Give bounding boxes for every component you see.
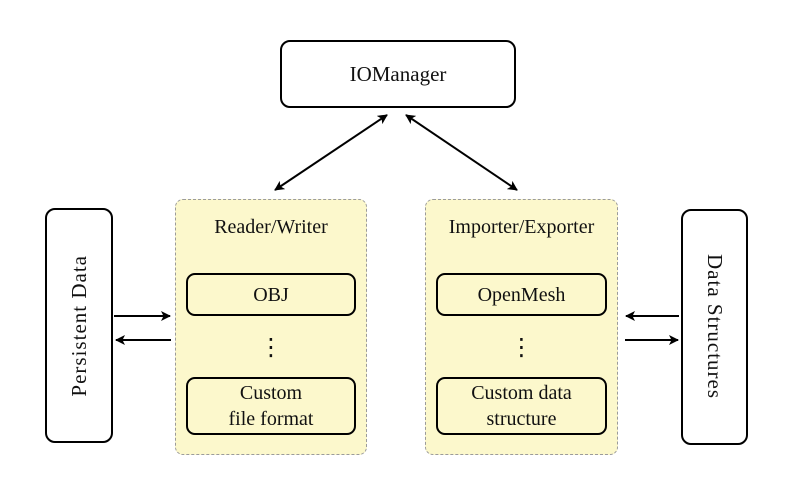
node-obj-label: OBJ [253,283,289,306]
node-persistent-data-label: Persistent Data [66,254,91,397]
arrow-iomanager-importerexporter [405,114,518,191]
node-openmesh-label: OpenMesh [477,283,566,306]
node-iomanager: IOManager [280,40,516,108]
node-openmesh: OpenMesh [436,273,607,316]
node-custom-data-structure-line1: Custom data [471,382,572,404]
ellipsis-reader-writer: ⋮ [259,333,283,361]
arrow-iomanager-readerwriter [274,114,388,191]
node-persistent-data: Persistent Data [45,208,113,443]
node-data-structures-label: Data Structures [703,254,727,400]
group-reader-writer-title: Reader/Writer [214,216,328,238]
node-custom-file-format-line1: Custom [239,382,303,404]
group-importer-exporter-title: Importer/Exporter [448,216,595,238]
group-importer-exporter: Importer/Exporter OpenMesh ⋮ Custom data… [425,199,618,455]
node-data-structures: Data Structures [681,209,748,445]
node-custom-data-structure-line2: structure [486,408,557,430]
node-custom-data-structure: Custom data structure [436,377,607,435]
node-custom-file-format-line2: file format [228,408,314,430]
node-custom-file-format: Custom file format [186,377,356,435]
node-iomanager-label: IOManager [349,61,447,86]
node-obj: OBJ [186,273,356,316]
ellipsis-importer-exporter: ⋮ [509,333,534,361]
group-reader-writer: Reader/Writer OBJ ⋮ Custom file format [175,199,367,455]
